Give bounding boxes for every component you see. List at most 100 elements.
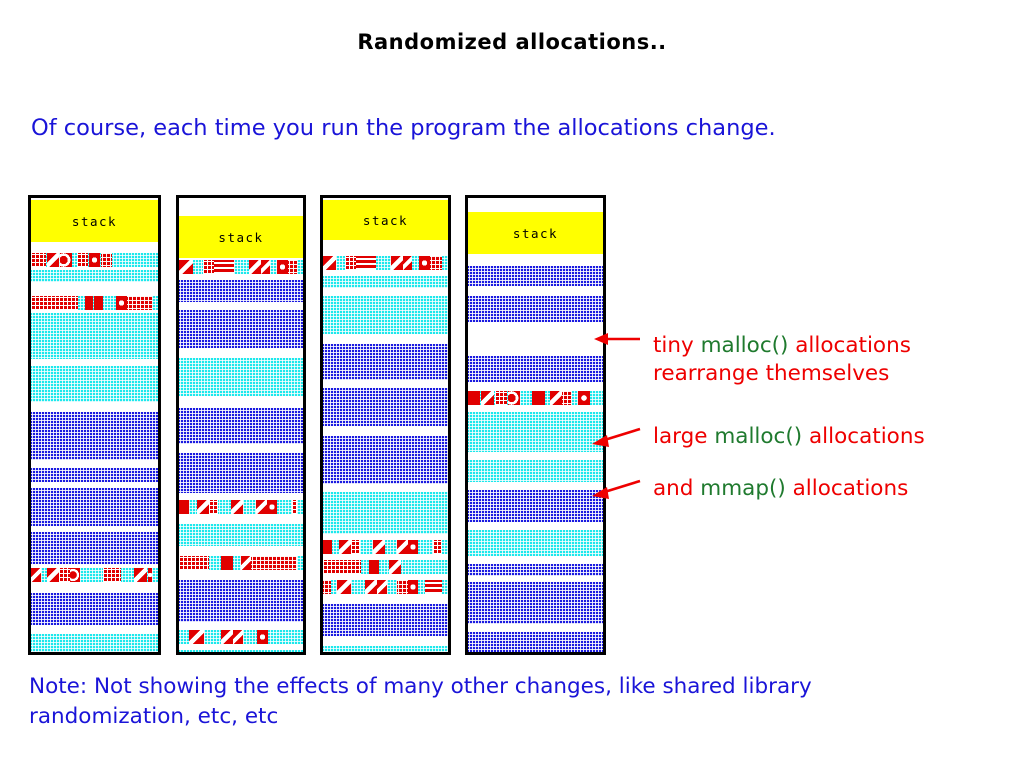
annotation-tiny-suffix: allocations <box>788 333 911 358</box>
large-malloc-band <box>31 532 158 564</box>
tiny-malloc-chunk <box>397 540 408 554</box>
annotation-mmap: and mmap() allocations <box>653 475 908 503</box>
tiny-malloc-chunk <box>103 568 121 582</box>
stack-block: stack <box>179 216 303 258</box>
tiny-malloc-chunk <box>251 556 297 570</box>
memory-map-run-3: stackprogram <box>320 195 451 655</box>
tiny-malloc-chunk <box>249 260 261 274</box>
stack-label: stack <box>218 229 264 245</box>
mmap-band <box>323 276 448 288</box>
tiny-malloc-chunk <box>288 260 297 274</box>
tiny-malloc-chunk <box>433 540 442 554</box>
mmap-band <box>31 270 158 282</box>
mmap-band <box>179 650 303 652</box>
tiny-malloc-chunk <box>323 256 336 270</box>
large-malloc-band <box>468 564 603 576</box>
mmap-band <box>31 634 158 652</box>
annotation-large-malloc: large malloc() allocations <box>653 423 925 451</box>
tiny-malloc-chunk <box>391 256 403 270</box>
tiny-malloc-chunk <box>256 500 267 514</box>
tiny-malloc-row <box>323 560 448 574</box>
tiny-malloc-row <box>179 630 303 644</box>
tiny-malloc-chunk <box>365 580 377 594</box>
annotation-large-code: malloc() <box>714 424 803 449</box>
tiny-malloc-row <box>31 296 158 310</box>
tiny-malloc-chunk <box>59 568 70 582</box>
annotation-mmap-code: mmap() <box>700 476 786 501</box>
tiny-malloc-chunk <box>214 260 234 274</box>
stack-label: stack <box>362 212 409 228</box>
tiny-malloc-chunk <box>231 500 243 514</box>
tiny-malloc-chunk <box>148 568 152 582</box>
tiny-malloc-chunk <box>532 391 545 405</box>
tiny-malloc-chunk <box>425 580 442 594</box>
tiny-malloc-chunk <box>337 580 351 594</box>
tiny-malloc-chunk <box>261 260 270 274</box>
tiny-malloc-row <box>323 256 448 270</box>
tiny-malloc-chunk <box>403 256 412 270</box>
tiny-malloc-chunk <box>508 391 520 405</box>
large-malloc-band <box>179 310 303 348</box>
page-title: Randomized allocations.. <box>357 30 667 54</box>
tiny-malloc-row <box>323 580 448 594</box>
tiny-malloc-chunk <box>339 540 351 554</box>
tiny-malloc-row <box>179 500 303 514</box>
tiny-malloc-row <box>468 391 603 405</box>
large-malloc-band <box>468 296 603 322</box>
large-malloc-band <box>323 436 448 484</box>
tiny-malloc-chunk <box>241 556 251 570</box>
mmap-band <box>323 646 448 652</box>
large-malloc-band <box>179 453 303 493</box>
tiny-malloc-row <box>179 556 303 570</box>
tiny-malloc-chunk <box>408 580 418 594</box>
tiny-malloc-chunk <box>345 256 356 270</box>
mmap-band <box>31 366 158 402</box>
mmap-band <box>468 530 603 556</box>
annotation-large-line1: large malloc() allocations <box>653 423 925 451</box>
memory-map-run-2: stackprogram <box>176 195 306 655</box>
tiny-malloc-chunk <box>221 630 233 644</box>
tiny-malloc-row <box>31 253 158 267</box>
tiny-malloc-chunk <box>85 296 93 310</box>
stack-block: stack <box>323 200 448 240</box>
tiny-malloc-chunk <box>277 260 288 274</box>
tiny-malloc-chunk <box>77 253 88 267</box>
tiny-malloc-chunk <box>189 630 204 644</box>
tiny-malloc-chunk <box>70 568 80 582</box>
tiny-malloc-chunk <box>369 560 379 574</box>
tiny-malloc-chunk <box>323 580 331 594</box>
stack-block: stack <box>468 212 603 254</box>
mmap-band <box>179 358 303 396</box>
large-malloc-band <box>31 593 158 625</box>
large-malloc-band <box>468 266 603 286</box>
tiny-malloc-chunk <box>179 260 193 274</box>
tiny-malloc-chunk <box>134 568 147 582</box>
memory-map-run-4: stackprogram <box>465 195 606 655</box>
tiny-malloc-chunk <box>373 540 385 554</box>
large-malloc-band <box>468 582 603 624</box>
subtitle-text: Of course, each time you run the program… <box>31 115 776 141</box>
large-malloc-band <box>468 490 603 522</box>
stack-label: stack <box>512 225 559 241</box>
tiny-malloc-chunk <box>233 630 243 644</box>
tiny-malloc-chunk <box>292 500 297 514</box>
tiny-malloc-chunk <box>408 540 418 554</box>
tiny-malloc-chunk <box>60 253 72 267</box>
large-malloc-band <box>468 356 603 382</box>
large-malloc-band <box>179 580 303 622</box>
annotation-large-prefix: large <box>653 424 715 449</box>
mmap-band <box>179 524 303 546</box>
annotation-mmap-line1: and mmap() allocations <box>653 475 908 503</box>
tiny-malloc-chunk <box>397 580 408 594</box>
tiny-malloc-chunk <box>116 296 127 310</box>
large-malloc-band <box>468 632 603 652</box>
tiny-malloc-chunk <box>31 296 78 310</box>
large-malloc-band <box>31 468 158 482</box>
tiny-malloc-chunk <box>101 253 112 267</box>
annotation-tiny-line2: rearrange themselves <box>653 361 890 386</box>
annotation-mmap-suffix: allocations <box>785 476 909 501</box>
tiny-malloc-row <box>31 568 158 582</box>
tiny-malloc-chunk <box>221 556 233 570</box>
annotation-large-suffix: allocations <box>802 424 925 449</box>
large-malloc-band <box>179 408 303 444</box>
